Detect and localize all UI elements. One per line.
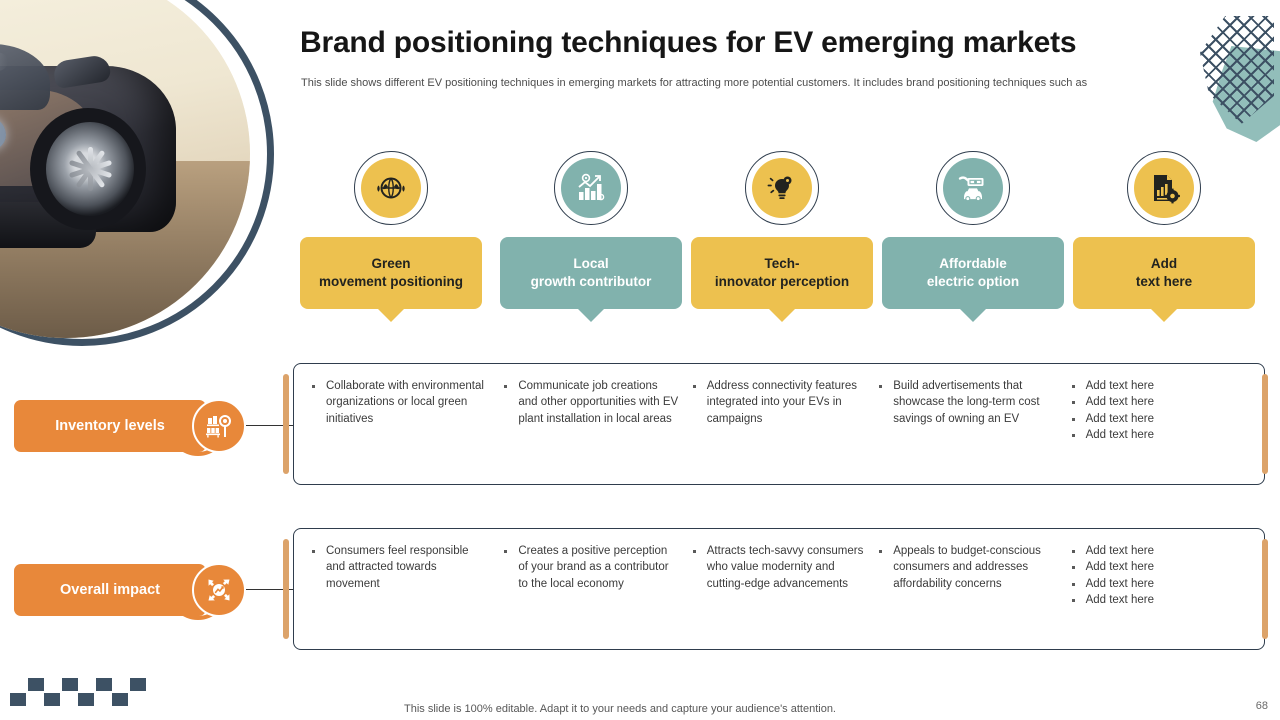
bullet-item: Add text here (1068, 411, 1244, 427)
row-connector-line (246, 589, 302, 590)
card-line1: Add (1150, 256, 1178, 271)
bullet-column: Creates a positive perception of your br… (500, 543, 688, 639)
card-line1: Green (371, 256, 411, 271)
bullet-item: Add text here (1068, 543, 1244, 559)
row-connector-line (246, 425, 302, 426)
accent-bar-left (283, 539, 289, 639)
card-line2: electric option (926, 274, 1020, 289)
card-line1: Affordable (939, 256, 1007, 271)
bullet-item: Collaborate with environmental organizat… (308, 378, 490, 427)
bullet-item: Consumers feel responsible and attracted… (308, 543, 490, 592)
icon-circle-add-text-here[interactable] (1127, 151, 1201, 225)
bullet-item: Appeals to budget-conscious consumers an… (875, 543, 1057, 592)
ev-car-photo (0, 0, 250, 338)
bullet-item: Communicate job creations and other oppo… (500, 378, 678, 427)
lightbulb-gear-icon (765, 171, 799, 205)
accent-bar-left (283, 374, 289, 474)
accent-bar-right (1262, 539, 1268, 639)
bullet-column: Consumers feel responsible and attracted… (308, 543, 500, 639)
page-title: Brand positioning techniques for EV emer… (300, 26, 1077, 59)
bullet-column: Add text here Add text here Add text her… (1068, 378, 1254, 474)
card-pointer (378, 309, 404, 322)
icon-circle-tech-innovator[interactable] (745, 151, 819, 225)
bullet-item: Build advertisements that showcase the l… (875, 378, 1057, 427)
card-add-text-here[interactable]: Add text here (1073, 237, 1255, 322)
bullet-column: Attracts tech-savvy consumers who value … (689, 543, 875, 639)
icon-circle-affordable-electric[interactable] (936, 151, 1010, 225)
card-line1: Tech- (764, 256, 800, 271)
bullet-column: Appeals to budget-conscious consumers an… (875, 543, 1067, 639)
checker-decoration (10, 678, 146, 706)
icon-circle-local-growth[interactable] (554, 151, 628, 225)
row-label-overall-impact[interactable]: Overall impact (14, 547, 307, 633)
card-local-growth[interactable]: Local growth contributor (500, 237, 682, 322)
shelf-magnifier-icon (192, 399, 246, 453)
bullet-column: Add text here Add text here Add text her… (1068, 543, 1254, 639)
growth-chart-gear-icon (574, 171, 608, 205)
card-line2: innovator perception (714, 274, 850, 289)
page-number: 68 (1255, 700, 1268, 712)
row-label-inventory-levels[interactable]: Inventory levels (14, 383, 307, 469)
card-line2: text here (1135, 274, 1193, 289)
bullet-item: Creates a positive perception of your br… (500, 543, 678, 592)
bullet-column: Collaborate with environmental organizat… (308, 378, 500, 474)
card-pointer (960, 309, 986, 322)
icon-circle-green-movement[interactable] (354, 151, 428, 225)
content-box-overall-impact: Consumers feel responsible and attracted… (283, 528, 1268, 650)
bullet-column: Build advertisements that showcase the l… (875, 378, 1067, 474)
card-line1: Local (573, 256, 609, 271)
bullet-item: Add text here (1068, 394, 1244, 410)
bullet-column: Communicate job creations and other oppo… (500, 378, 688, 474)
bullet-item: Add text here (1068, 592, 1244, 608)
card-affordable-electric[interactable]: Affordable electric option (882, 237, 1064, 322)
bullet-item: Add text here (1068, 559, 1244, 575)
bullet-item: Add text here (1068, 378, 1244, 394)
document-gear-chart-icon (1147, 171, 1181, 205)
money-car-icon (956, 171, 990, 205)
content-box-inventory-levels: Collaborate with environmental organizat… (283, 363, 1268, 485)
pill-label: Inventory levels (14, 400, 206, 452)
bullet-column: Address connectivity features integrated… (689, 378, 875, 474)
bullet-item: Address connectivity features integrated… (689, 378, 865, 427)
globe-leaves-icon (374, 171, 408, 205)
bullet-item: Add text here (1068, 576, 1244, 592)
accent-bar-right (1262, 374, 1268, 474)
card-line2: growth contributor (530, 274, 652, 289)
card-pointer (769, 309, 795, 322)
card-pointer (1151, 309, 1177, 322)
page-subtitle: This slide shows different EV positionin… (301, 77, 1088, 89)
card-pointer (578, 309, 604, 322)
impact-arrows-icon (192, 563, 246, 617)
card-tech-innovator[interactable]: Tech- innovator perception (691, 237, 873, 322)
card-line2: movement positioning (318, 274, 463, 289)
footer-note: This slide is 100% editable. Adapt it to… (404, 703, 836, 715)
card-green-movement[interactable]: Green movement positioning (300, 237, 482, 322)
pill-label: Overall impact (14, 564, 206, 616)
bullet-item: Add text here (1068, 427, 1244, 443)
bullet-item: Attracts tech-savvy consumers who value … (689, 543, 865, 592)
